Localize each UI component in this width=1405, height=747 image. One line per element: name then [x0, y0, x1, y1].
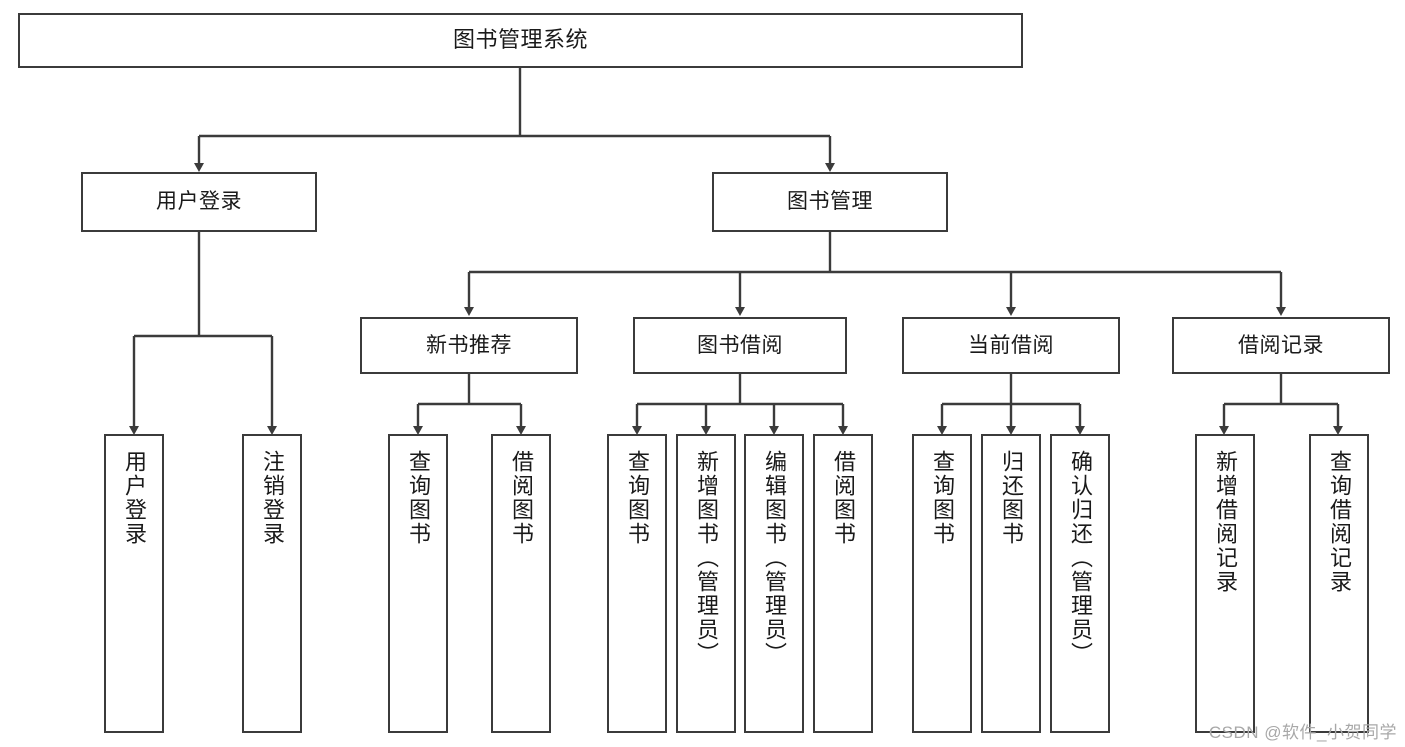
node-leaf-query-book-current[interactable]: 查询图书 [912, 434, 972, 733]
node-label: 图书借阅 [697, 333, 783, 357]
node-borrow-record[interactable]: 借阅记录 [1172, 317, 1390, 374]
node-label: 借阅记录 [1238, 333, 1324, 357]
node-label: 借阅图书 [831, 450, 856, 546]
node-leaf-confirm-return[interactable]: 确认归还（管理员） [1050, 434, 1110, 733]
node-label: 编辑图书（管理员） [762, 450, 787, 666]
node-label: 图书管理系统 [452, 27, 588, 53]
node-user-login[interactable]: 用户登录 [81, 172, 317, 232]
node-label: 新书推荐 [426, 333, 512, 357]
node-new-book-recommend[interactable]: 新书推荐 [360, 317, 578, 374]
node-book-borrow[interactable]: 图书借阅 [633, 317, 847, 374]
node-label: 当前借阅 [968, 333, 1054, 357]
node-label: 借阅图书 [509, 450, 534, 546]
node-label: 查询图书 [930, 450, 955, 546]
node-label: 新增借阅记录 [1213, 450, 1238, 594]
node-leaf-add-book[interactable]: 新增图书（管理员） [676, 434, 736, 733]
node-leaf-borrow-book-borrow[interactable]: 借阅图书 [813, 434, 873, 733]
node-label: 归还图书 [999, 450, 1024, 546]
node-leaf-query-borrow-record[interactable]: 查询借阅记录 [1309, 434, 1369, 733]
node-leaf-add-borrow-record[interactable]: 新增借阅记录 [1195, 434, 1255, 733]
node-leaf-query-book-recommend[interactable]: 查询图书 [388, 434, 448, 733]
node-current-borrow[interactable]: 当前借阅 [902, 317, 1120, 374]
node-book-management[interactable]: 图书管理 [712, 172, 948, 232]
node-leaf-query-book-borrow[interactable]: 查询图书 [607, 434, 667, 733]
node-label: 用户登录 [122, 450, 147, 546]
node-label: 查询图书 [625, 450, 650, 546]
node-leaf-edit-book[interactable]: 编辑图书（管理员） [744, 434, 804, 733]
node-label: 确认归还（管理员） [1068, 450, 1093, 666]
node-label: 新增图书（管理员） [694, 450, 719, 666]
node-label: 注销登录 [260, 450, 285, 546]
node-leaf-borrow-book-recommend[interactable]: 借阅图书 [491, 434, 551, 733]
node-root-book-management-system[interactable]: 图书管理系统 [18, 13, 1023, 68]
node-leaf-logout[interactable]: 注销登录 [242, 434, 302, 733]
node-label: 查询图书 [406, 450, 431, 546]
node-leaf-user-login[interactable]: 用户登录 [104, 434, 164, 733]
node-label: 查询借阅记录 [1327, 450, 1352, 594]
node-label: 图书管理 [787, 190, 873, 214]
node-label: 用户登录 [156, 190, 242, 214]
node-leaf-return-book[interactable]: 归还图书 [981, 434, 1041, 733]
watermark-text: CSDN @软件_小贺同学 [1208, 723, 1397, 742]
